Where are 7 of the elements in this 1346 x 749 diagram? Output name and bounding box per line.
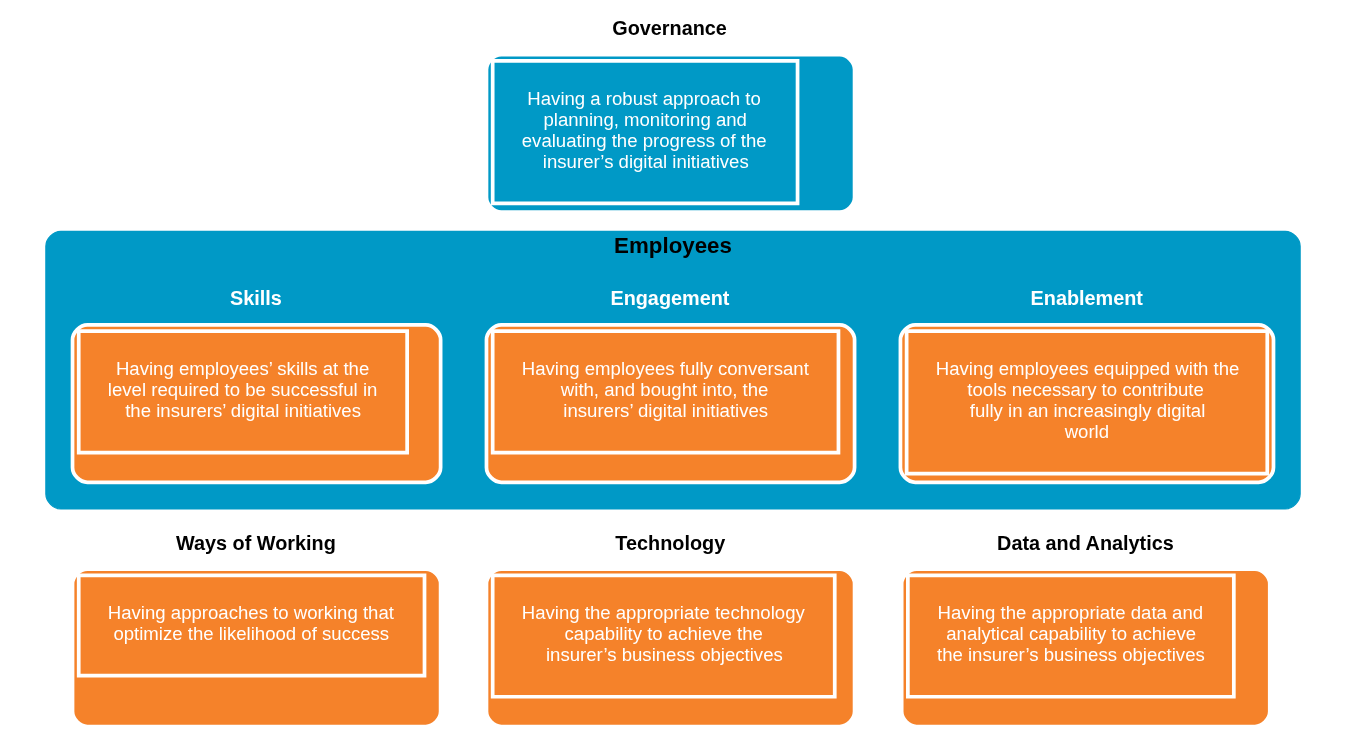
node-label: Data and Analytics [997, 531, 1174, 554]
node-label: Technology [615, 531, 726, 554]
node-label: Enablement [1030, 287, 1143, 310]
node-label: Ways of Working [176, 531, 336, 554]
node-label: Engagement [610, 287, 730, 310]
node-label: Governance [612, 17, 727, 40]
node-label: Skills [229, 287, 282, 310]
